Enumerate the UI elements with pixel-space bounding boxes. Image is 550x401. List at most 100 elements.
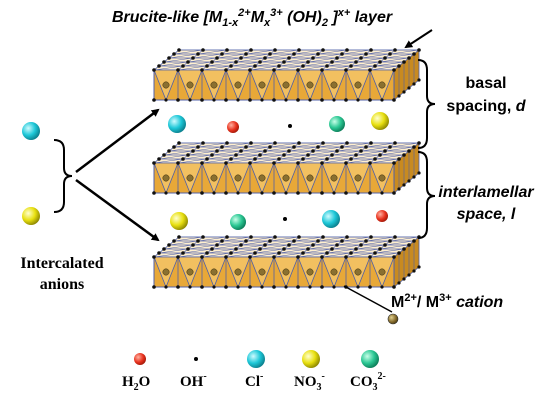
hydroxyl-vertex — [397, 251, 401, 255]
hydroxyl-vertex — [335, 149, 339, 153]
hydroxyl-vertex — [364, 145, 368, 149]
hydroxyl-vertex — [152, 98, 156, 102]
hydroxyl-vertex — [200, 255, 204, 259]
grid-edge — [259, 244, 290, 250]
hydroxyl-vertex — [378, 153, 382, 157]
hydroxyl-vertex — [215, 56, 219, 60]
grid-edge — [254, 61, 285, 67]
hydroxyl-vertex — [201, 48, 205, 52]
grid-edge — [312, 146, 343, 152]
grid-edge — [355, 57, 386, 63]
hydroxyl-vertex — [196, 239, 200, 243]
cation-site — [162, 174, 170, 182]
grid-edge — [384, 53, 415, 59]
hydroxyl-vertex — [176, 285, 180, 289]
grid-edge — [177, 158, 208, 164]
hydroxyl-vertex — [239, 149, 243, 153]
hydroxyl-vertex — [224, 161, 228, 165]
hydroxyl-vertex — [224, 255, 228, 259]
hydroxyl-vertex — [354, 247, 358, 251]
hydroxyl-vertex — [335, 56, 339, 60]
grid-edge — [153, 65, 184, 71]
grid-edge — [326, 61, 357, 67]
grid-edge — [259, 150, 290, 156]
hydroxyl-vertex — [260, 285, 264, 289]
grid-edge — [173, 142, 204, 148]
hydroxyl-vertex — [248, 191, 252, 195]
cation-sphere — [387, 313, 399, 325]
hydroxyl-vertex — [320, 191, 324, 195]
grid-edge — [192, 53, 223, 59]
hydroxyl-vertex — [152, 68, 156, 72]
grid-edge — [379, 244, 410, 250]
grid-edge — [283, 57, 314, 63]
grid-edge — [245, 236, 276, 242]
grid-edge — [153, 252, 184, 258]
hydroxyl-vertex — [402, 247, 406, 251]
grid-edge — [293, 49, 324, 55]
hydroxyl-vertex — [330, 153, 334, 157]
grid-edge — [336, 146, 367, 152]
grid-edge — [283, 150, 314, 156]
grid-edge — [273, 252, 304, 258]
hydroxyl-vertex — [258, 247, 262, 251]
interlamellar-label-line2: space, l — [457, 206, 516, 223]
grid-edge — [197, 49, 228, 55]
hydroxyl-vertex — [308, 98, 312, 102]
hydroxyl-vertex — [196, 145, 200, 149]
cation-site — [186, 268, 194, 276]
grid-edge — [245, 142, 276, 148]
grid-edge — [345, 158, 376, 164]
legend: H2O OH- Cl- NO3- CO32- — [122, 350, 386, 393]
grid-edge — [312, 53, 343, 59]
hydroxyl-vertex — [236, 191, 240, 195]
grid-edge — [158, 248, 189, 254]
hydroxyl-vertex — [181, 157, 185, 161]
basal-brace — [417, 59, 436, 149]
hydroxyl-vertex — [287, 56, 291, 60]
hydroxyl-vertex — [321, 48, 325, 52]
grid-edge — [345, 252, 376, 258]
hydroxyl-vertex — [292, 145, 296, 149]
hydroxyl-vertex — [308, 285, 312, 289]
hydroxyl-vertex — [188, 98, 192, 102]
grid-edge — [317, 49, 348, 55]
hydroxyl-vertex — [249, 235, 253, 239]
hydroxyl-vertex — [210, 60, 214, 64]
hydroxyl-vertex — [167, 56, 171, 60]
legend-water-label: H2O — [122, 374, 150, 393]
grid-edge — [221, 236, 252, 242]
hydroxyl-vertex — [330, 247, 334, 251]
water-molecule — [376, 210, 388, 222]
hydroxyl-vertex — [417, 171, 421, 175]
grid-edge — [240, 240, 271, 246]
hydroxyl-vertex — [212, 191, 216, 195]
grid-edge — [321, 252, 352, 258]
hydroxyl-vertex — [316, 239, 320, 243]
hydroxyl-vertex — [287, 243, 291, 247]
hydroxyl-vertex — [260, 98, 264, 102]
hydroxyl-vertex — [164, 285, 168, 289]
hydroxyl-vertex — [176, 255, 180, 259]
hydroxyl-vertex — [380, 98, 384, 102]
hydroxyl-vertex — [325, 157, 329, 161]
grid-edge — [187, 57, 218, 63]
grid-edge — [235, 150, 266, 156]
hydroxyl-vertex — [407, 273, 411, 277]
hydroxyl-vertex — [344, 191, 348, 195]
grid-edge — [302, 248, 333, 254]
grid-edge — [374, 248, 405, 254]
hydroxyl-vertex — [282, 60, 286, 64]
grid-edge — [360, 53, 391, 59]
hydroxyl-vertex — [215, 149, 219, 153]
hydroxyl-vertex — [284, 98, 288, 102]
hydroxyl-vertex — [268, 52, 272, 56]
grid-edge — [182, 154, 213, 160]
hydroxyl-vertex — [157, 157, 161, 161]
hydroxyl-vertex — [368, 161, 372, 165]
hydroxyl-vertex — [344, 98, 348, 102]
hydroxyl-vertex — [201, 141, 205, 145]
hydroxyl-vertex — [325, 64, 329, 68]
